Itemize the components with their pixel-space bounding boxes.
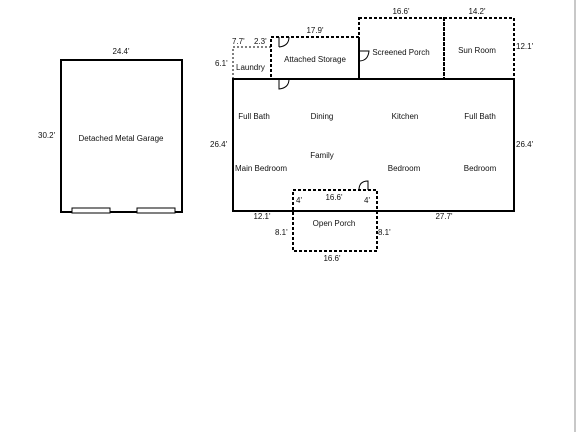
storage-width-dim: 17.9' <box>306 26 324 35</box>
house-right-dim: 26.4' <box>516 140 534 149</box>
screened-porch-door-arc <box>358 50 370 62</box>
open-porch-inner-right: 4' <box>364 196 370 205</box>
sun-room-width-dim: 14.2' <box>468 7 486 16</box>
storage-door-arc-bottom <box>278 78 290 90</box>
storage-small-dim: 2.3' <box>254 37 267 46</box>
garage-outline <box>60 59 183 213</box>
room-full-bath-right: Full Bath <box>464 112 496 121</box>
open-porch-outline <box>292 189 378 252</box>
house-bottom-left-dim: 12.1' <box>253 212 271 221</box>
room-dining: Dining <box>311 112 334 121</box>
laundry-outline <box>232 46 271 79</box>
sun-room-label: Sun Room <box>458 46 496 55</box>
garage-width-dim: 24.4' <box>112 47 130 56</box>
garage-height-dim: 30.2' <box>38 131 56 140</box>
screened-porch-label: Screened Porch <box>372 48 429 57</box>
open-porch-left-dim: 8.1' <box>275 228 288 237</box>
sun-room-outline <box>443 17 515 80</box>
laundry-label: Laundry <box>236 63 265 72</box>
open-porch-door-arc <box>358 180 369 191</box>
open-porch-label: Open Porch <box>313 219 356 228</box>
house-outline <box>232 78 515 212</box>
garage-door-right <box>136 207 176 214</box>
laundry-height-dim: 6.1' <box>215 59 228 68</box>
screened-porch-width-dim: 16.6' <box>392 7 410 16</box>
storage-door-arc-top <box>278 36 290 48</box>
garage-door-left <box>71 207 111 214</box>
house-bottom-right-dim: 27.7' <box>435 212 453 221</box>
sun-room-height-dim: 12.1' <box>516 42 534 51</box>
room-kitchen: Kitchen <box>392 112 419 121</box>
laundry-width-dim: 7.7' <box>232 37 245 46</box>
room-full-bath-left: Full Bath <box>238 112 270 121</box>
room-family: Family <box>310 151 334 160</box>
room-bedroom-right: Bedroom <box>464 164 497 173</box>
open-porch-inner-left: 4' <box>296 196 302 205</box>
garage-label: Detached Metal Garage <box>79 134 164 143</box>
open-porch-right-dim: 8.1' <box>378 228 391 237</box>
room-main-bedroom: Main Bedroom <box>235 164 287 173</box>
open-porch-bottom-dim: 16.6' <box>323 254 341 263</box>
open-porch-top-dim: 16.6' <box>325 193 343 202</box>
storage-label: Attached Storage <box>284 55 346 64</box>
room-bedroom-center: Bedroom <box>388 164 421 173</box>
house-left-dim: 26.4' <box>210 140 228 149</box>
